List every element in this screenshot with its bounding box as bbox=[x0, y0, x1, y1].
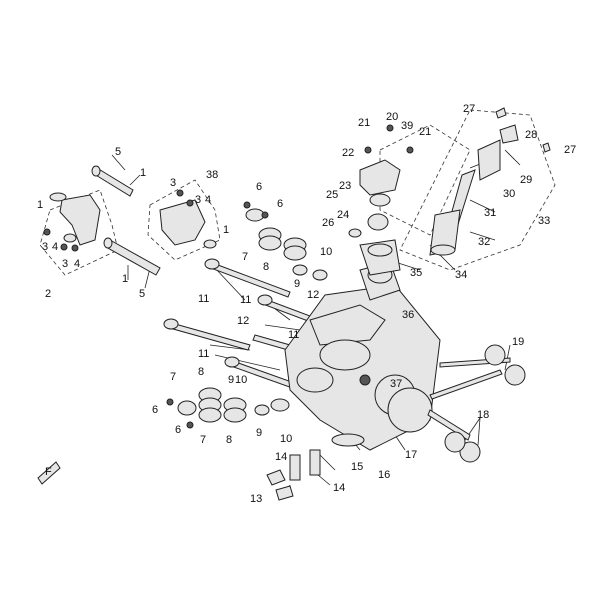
callout-4: 4 bbox=[74, 258, 80, 270]
callout-18: 18 bbox=[477, 409, 489, 421]
cylinder-head bbox=[284, 261, 441, 451]
callout-35: 35 bbox=[410, 267, 422, 279]
callout-8: 8 bbox=[263, 261, 269, 273]
callout-9: 9 bbox=[256, 427, 262, 439]
callout-6: 6 bbox=[277, 198, 283, 210]
callout-26: 26 bbox=[322, 217, 334, 229]
callout-10: 10 bbox=[235, 374, 247, 386]
callout-12: 12 bbox=[307, 289, 319, 301]
rocker-arm-assembly-left bbox=[43, 192, 101, 252]
callout-31: 31 bbox=[484, 207, 496, 219]
callout-23: 23 bbox=[339, 180, 351, 192]
callout-33: 33 bbox=[538, 215, 550, 227]
callout-19: 19 bbox=[512, 336, 524, 348]
callout-6: 6 bbox=[256, 181, 262, 193]
callout-4: 4 bbox=[205, 194, 211, 206]
callout-38: 38 bbox=[206, 169, 218, 181]
callout-16: 16 bbox=[378, 469, 390, 481]
callout-32: 32 bbox=[478, 236, 490, 248]
callout-28: 28 bbox=[525, 129, 537, 141]
callout-24: 24 bbox=[337, 209, 349, 221]
callout-9: 9 bbox=[228, 374, 234, 386]
valves-right bbox=[427, 344, 526, 463]
callout-25: 25 bbox=[326, 189, 338, 201]
thermostat-housing bbox=[348, 124, 414, 276]
callout-7: 7 bbox=[200, 434, 206, 446]
callout-3: 3 bbox=[42, 241, 48, 253]
callout-39: 39 bbox=[401, 120, 413, 132]
callout-10: 10 bbox=[280, 433, 292, 445]
callout-21: 21 bbox=[358, 117, 370, 129]
callout-22: 22 bbox=[342, 147, 354, 159]
callout-11: 11 bbox=[198, 293, 209, 305]
callout-21: 21 bbox=[419, 126, 431, 138]
callout-10: 10 bbox=[320, 246, 332, 258]
callout-14: 14 bbox=[275, 451, 287, 463]
callout-1: 1 bbox=[223, 224, 229, 236]
callout-27: 27 bbox=[463, 103, 475, 115]
callout-37: 37 bbox=[390, 378, 402, 390]
callout-4: 4 bbox=[52, 241, 58, 253]
callout-7: 7 bbox=[242, 251, 248, 263]
callout-11: 11 bbox=[288, 329, 299, 341]
callout-5: 5 bbox=[115, 146, 121, 158]
callout-30: 30 bbox=[503, 188, 515, 200]
callout-11: 11 bbox=[240, 294, 251, 306]
callout-8: 8 bbox=[226, 434, 232, 446]
callout-9: 9 bbox=[294, 278, 300, 290]
callout-5: 5 bbox=[139, 288, 145, 300]
callout-3: 3 bbox=[62, 258, 68, 270]
callout-2: 2 bbox=[45, 288, 51, 300]
front-badge-label: F bbox=[45, 466, 52, 478]
callout-17: 17 bbox=[405, 449, 417, 461]
callout-11: 11 bbox=[198, 348, 209, 360]
callout-7: 7 bbox=[170, 371, 176, 383]
callout-6: 6 bbox=[152, 404, 158, 416]
front-direction-badge: F bbox=[37, 461, 61, 485]
studs-and-nuts bbox=[266, 433, 365, 501]
valve-springs-lower bbox=[166, 387, 290, 429]
callout-numbers: 1 1 1 1 2 3 3 3 3 4 4 4 5 5 6 6 6 6 7 7 … bbox=[37, 103, 576, 505]
rocker-shafts bbox=[91, 165, 161, 276]
callout-27: 27 bbox=[564, 144, 576, 156]
callout-3: 3 bbox=[195, 194, 201, 206]
callout-14: 14 bbox=[333, 482, 345, 494]
rocker-arm-assembly-right bbox=[159, 189, 217, 249]
chain-tensioner bbox=[429, 107, 551, 256]
callout-12: 12 bbox=[237, 315, 249, 327]
valve-springs-upper bbox=[243, 201, 328, 281]
callout-6: 6 bbox=[175, 424, 181, 436]
callout-8: 8 bbox=[198, 366, 204, 378]
callout-29: 29 bbox=[520, 174, 532, 186]
callout-13: 13 bbox=[250, 493, 262, 505]
callout-3: 3 bbox=[170, 177, 176, 189]
callout-1: 1 bbox=[140, 167, 146, 179]
callout-1: 1 bbox=[37, 199, 43, 211]
callout-1: 1 bbox=[122, 273, 128, 285]
callout-20: 20 bbox=[386, 111, 398, 123]
callout-34: 34 bbox=[455, 269, 467, 281]
callout-15: 15 bbox=[351, 461, 363, 473]
callout-36: 36 bbox=[402, 309, 414, 321]
